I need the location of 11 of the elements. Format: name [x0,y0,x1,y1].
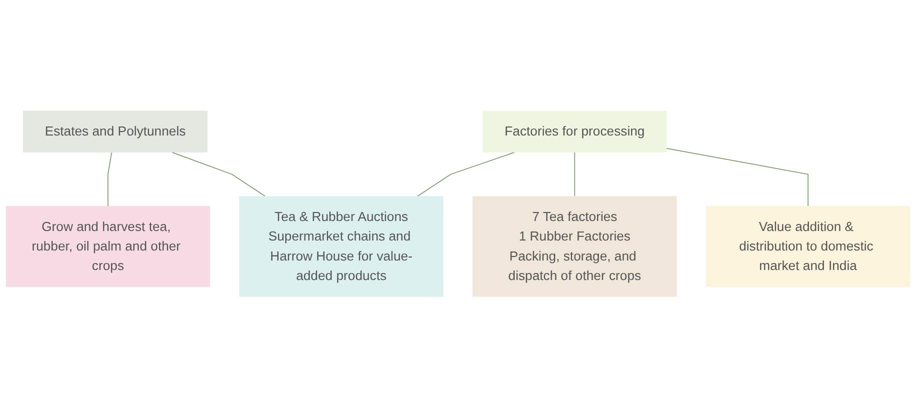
connector [574,152,576,197]
connector [666,148,808,207]
node-box: Estates and Polytunnels [22,111,208,153]
node-box: Tea & Rubber Auctions Supermarket chains and Harrow House for value-added products [239,196,444,297]
node-box: Grow and harvest tea, rubber, oil palm and other crops [6,206,210,288]
connector [108,152,112,207]
node-box: 7 Tea factories 1 Rubber Factories Packing, storage, and dispatch of other crops [472,196,677,297]
connector [172,152,266,197]
node-box: Value addition & distribution to domestic market and India [706,206,910,288]
node-box: Factories for processing [482,111,667,153]
connector [417,152,515,197]
